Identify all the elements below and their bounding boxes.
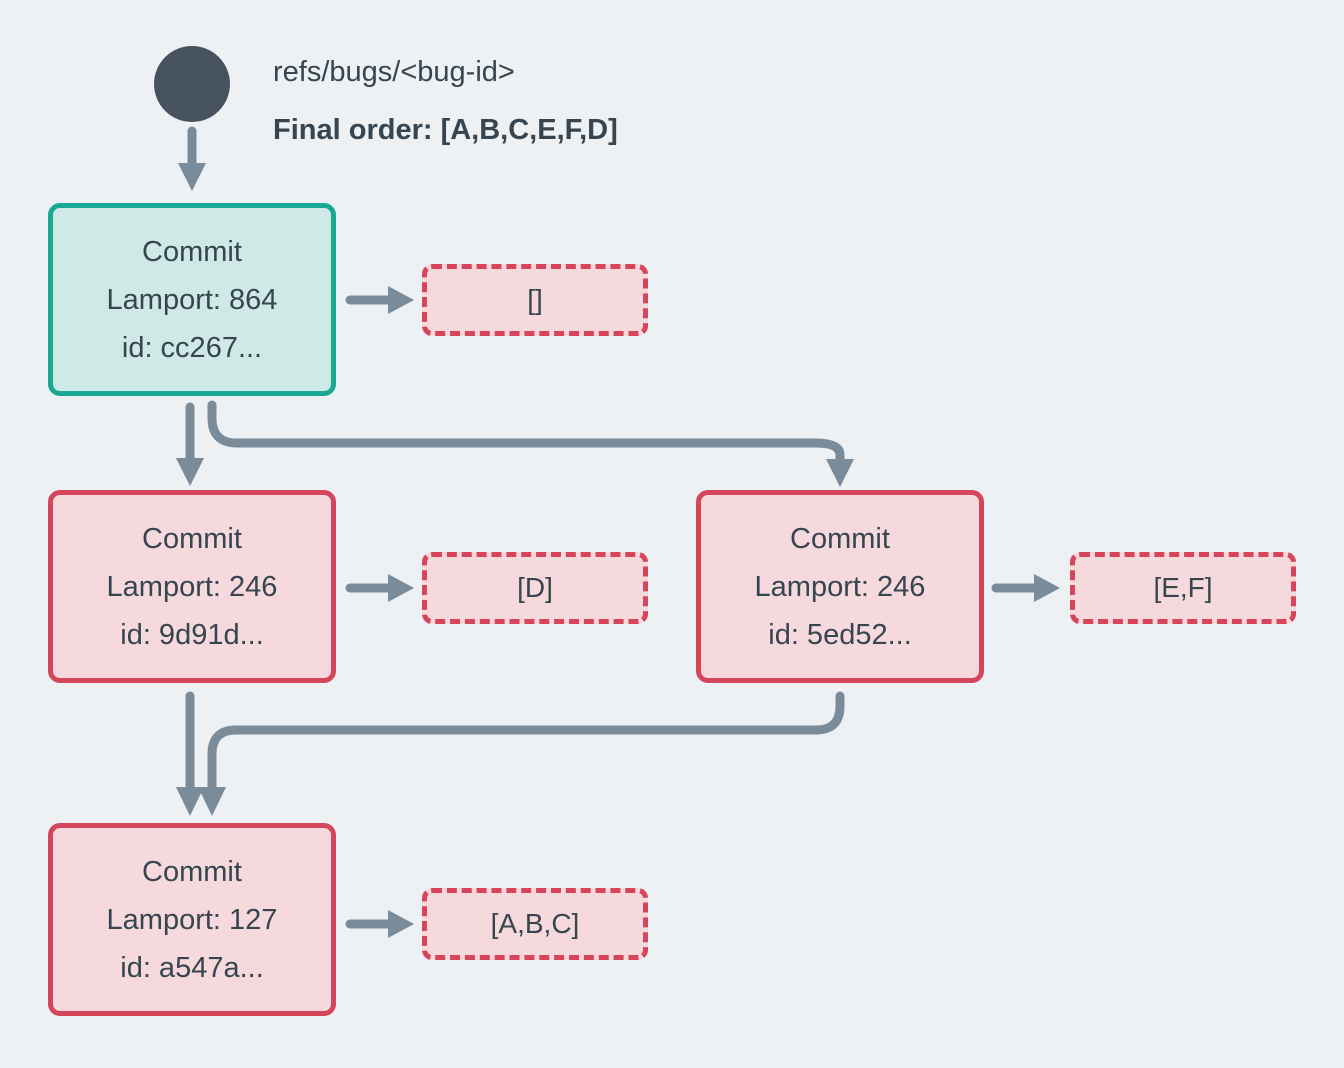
commit-title: Commit (790, 522, 890, 555)
commit-id: id: 5ed52... (768, 618, 912, 651)
final-order-label: Final order: [A,B,C,E,F,D] (273, 114, 618, 146)
commit-node-bottom: Commit Lamport: 127 id: a547a... (48, 823, 336, 1016)
commit-lamport: Lamport: 127 (106, 903, 278, 936)
commit-node-left: Commit Lamport: 246 id: 9d91d... (48, 490, 336, 683)
ops-list-value: [E,F] (1153, 572, 1213, 603)
commit-node-root: Commit Lamport: 864 id: cc267... (48, 203, 336, 396)
ops-list-right: [E,F] (1070, 552, 1296, 624)
arrow-ref-to-root (178, 126, 206, 191)
ops-list-left: [D] (422, 552, 648, 624)
arrow-root-to-ops (345, 286, 414, 314)
arrow-root-to-left (176, 402, 204, 486)
commit-title: Commit (142, 235, 242, 268)
arrow-left-to-bottom (176, 691, 204, 816)
arrow-right-to-ops (991, 574, 1060, 602)
commit-lamport: Lamport: 246 (106, 570, 278, 603)
arrow-right-to-bottom (198, 691, 845, 816)
commit-lamport: Lamport: 246 (754, 570, 926, 603)
arrow-left-to-ops (345, 574, 414, 602)
commit-id: id: 9d91d... (120, 618, 264, 651)
ref-label: refs/bugs/<bug-id> (273, 56, 515, 88)
commit-title: Commit (142, 855, 242, 888)
ops-list-value: [D] (517, 572, 553, 603)
ops-list-value: [A,B,C] (490, 908, 580, 939)
ops-list-root: [] (422, 264, 648, 336)
commit-node-right: Commit Lamport: 246 id: 5ed52... (696, 490, 984, 683)
commit-lamport: Lamport: 864 (106, 283, 278, 316)
ops-list-bottom: [A,B,C] (422, 888, 648, 960)
commit-id: id: a547a... (120, 951, 264, 984)
commit-title: Commit (142, 522, 242, 555)
commit-id: id: cc267... (121, 331, 263, 364)
ref-node-circle (154, 46, 230, 122)
arrow-bottom-to-ops (345, 910, 414, 938)
ops-list-value: [] (527, 284, 543, 315)
arrow-root-to-right (207, 400, 854, 487)
